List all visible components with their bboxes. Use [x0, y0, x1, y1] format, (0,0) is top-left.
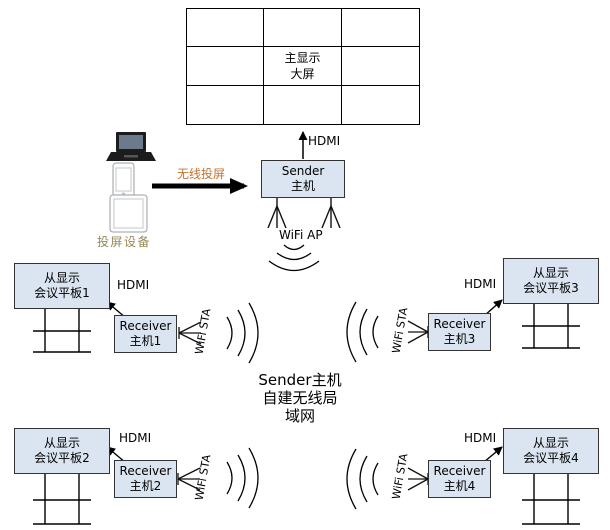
display4-stand-icon	[522, 474, 580, 525]
receiver-box-1: Receiver 主机1	[114, 315, 177, 353]
hdmi-label-q2: HDMI	[119, 431, 152, 445]
receiver4-label-line2: 主机4	[443, 479, 476, 493]
main-display-label: 主显示 大屏	[284, 50, 321, 81]
video-wall-cell-center: 主显示 大屏	[264, 47, 342, 86]
center-note: Sender主机 自建无线局 域网	[225, 371, 375, 425]
hdmi-label-q1: HDMI	[117, 278, 150, 292]
display1-stand-icon	[33, 309, 91, 353]
center-note-line1: Sender主机	[258, 371, 342, 389]
display4-label-line2: 会议平板4	[523, 451, 579, 465]
display1-label-line1: 从显示	[43, 271, 80, 285]
receiver-box-3: Receiver 主机3	[428, 313, 491, 351]
receiver3-antenna-icon	[407, 320, 429, 344]
receiver1-label-line2: 主机1	[129, 334, 162, 348]
wifi-ap-label: WiFi AP	[279, 228, 323, 242]
hdmi-label-top: HDMI	[308, 134, 341, 148]
receiver3-label-line2: 主机3	[443, 332, 476, 346]
hdmi-label-q3: HDMI	[464, 277, 497, 291]
receiver4-antenna-icon	[407, 467, 429, 491]
display1-label-line2: 会议平板1	[34, 286, 90, 300]
receiver2-label-line1: Receiver	[119, 464, 172, 478]
display2-stand-icon	[33, 474, 91, 525]
display2-label-line2: 会议平板2	[34, 451, 90, 465]
sender-box: Sender 主机	[261, 160, 345, 198]
hdmi-label-q4: HDMI	[464, 431, 497, 445]
video-wall-cell	[264, 85, 342, 124]
display-panel-4: 从显示 会议平板4	[503, 428, 599, 474]
video-wall-grid: 主显示 大屏	[186, 8, 420, 125]
receiver-box-2: Receiver 主机2	[114, 460, 177, 498]
sender-label-line2: 主机	[290, 179, 315, 193]
video-wall-cell	[342, 86, 419, 124]
receiver-box-4: Receiver 主机4	[428, 460, 491, 498]
video-wall-cell	[187, 47, 265, 86]
center-note-line3: 域网	[284, 407, 315, 425]
receiver2-antenna-icon	[177, 467, 201, 491]
video-wall-cell	[341, 9, 419, 48]
laptop-icon	[106, 132, 156, 161]
video-wall-cell	[187, 9, 265, 48]
receiver2-wifi-waves-icon	[226, 447, 259, 509]
receiver4-label-line1: Receiver	[433, 464, 486, 478]
receiver3-wifi-waves-icon	[346, 301, 379, 363]
cast-devices-label: 投屏设备	[97, 235, 152, 249]
center-note-line2: 自建无线局	[262, 389, 338, 407]
receiver1-antenna-icon	[178, 321, 202, 345]
display4-label-line1: 从显示	[532, 436, 569, 450]
video-wall-cell	[264, 9, 342, 48]
display-panel-2: 从显示 会议平板2	[14, 428, 110, 474]
tablet-icon	[109, 194, 148, 233]
receiver3-label-line1: Receiver	[433, 317, 486, 331]
wifi-ap-waves-icon	[268, 244, 320, 272]
smartphone-icon	[112, 162, 135, 198]
display-panel-1: 从显示 会议平板1	[14, 263, 110, 309]
video-wall-cell	[187, 85, 265, 124]
display2-label-line1: 从显示	[43, 436, 80, 450]
display3-label-line1: 从显示	[532, 266, 569, 280]
cast-arrow-label: 无线投屏	[177, 167, 226, 181]
receiver1-wifi-waves-icon	[226, 302, 259, 364]
sender-label-line1: Sender	[281, 164, 325, 178]
receiver4-wifi-waves-icon	[346, 448, 379, 510]
display3-stand-icon	[522, 304, 580, 349]
video-wall-cell	[341, 47, 419, 86]
display-panel-3: 从显示 会议平板3	[503, 258, 599, 304]
receiver2-label-line2: 主机2	[129, 479, 162, 493]
hdmi-arrow-q4	[483, 446, 503, 463]
receiver1-label-line1: Receiver	[119, 319, 172, 333]
display3-label-line2: 会议平板3	[523, 281, 579, 295]
